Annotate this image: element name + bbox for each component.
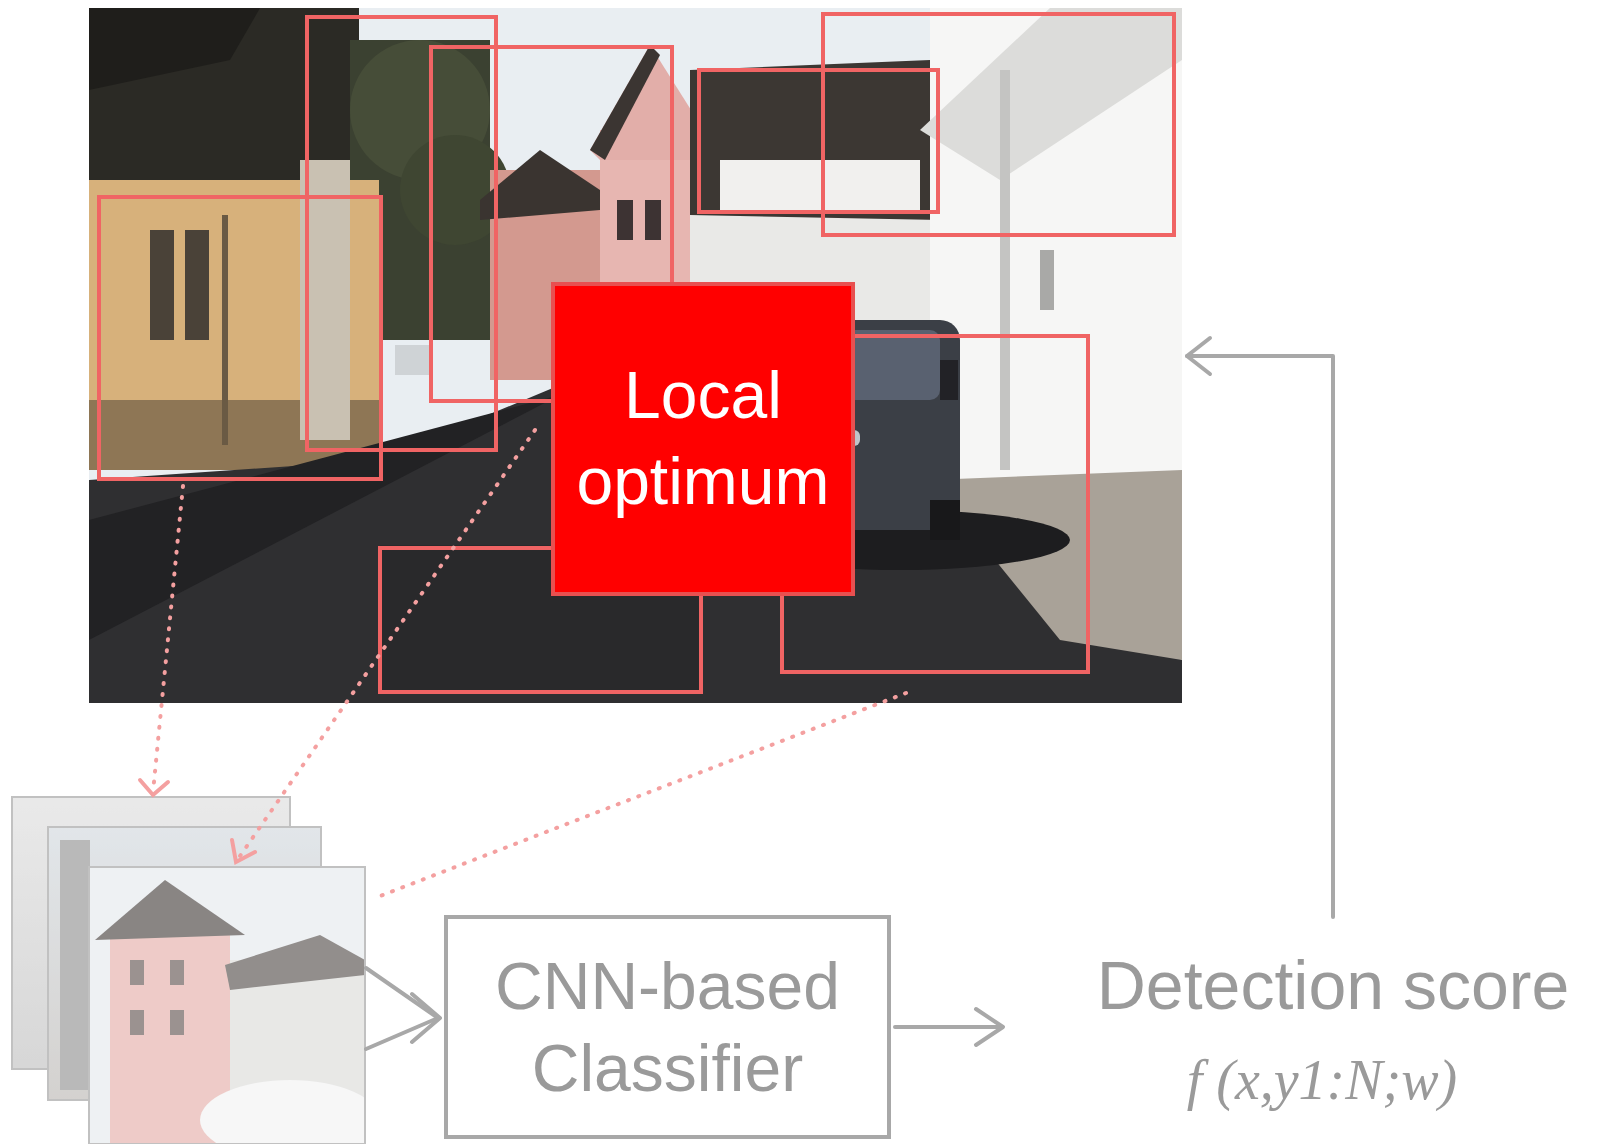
cropped-patches [12, 797, 380, 1144]
formula-label: f (x,y1:N;w) [1187, 1047, 1458, 1114]
output-label: Detection score [1097, 945, 1569, 1027]
highlight-box: Local optimum [551, 282, 855, 596]
street-photo [89, 8, 1182, 703]
candidate-windows [99, 14, 1174, 692]
process-box: CNN-based Classifier [444, 915, 891, 1139]
node-text: CNN-based Classifier [459, 945, 876, 1110]
node-text: Local optimum [566, 353, 840, 525]
